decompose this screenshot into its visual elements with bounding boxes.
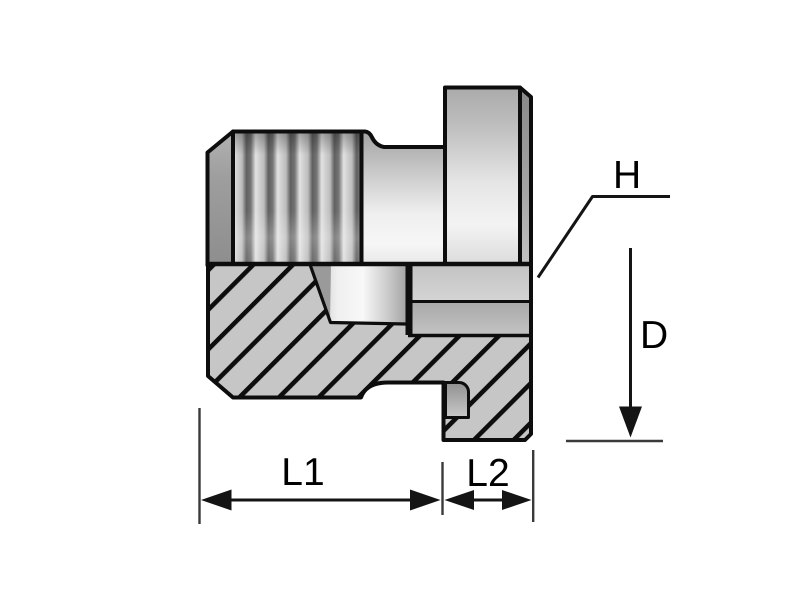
internal-socket-upper-face xyxy=(412,264,531,301)
upper-outline xyxy=(205,85,533,266)
dim-h-leader xyxy=(536,195,670,279)
dim-l1-arrow-right xyxy=(410,489,441,511)
thread-end-chamfer-face xyxy=(208,131,233,264)
internal-bore xyxy=(310,264,406,324)
dimensions: L1 L2 D H xyxy=(198,154,670,524)
hex-flange-side-face xyxy=(521,87,531,264)
dim-d-arrow xyxy=(619,406,642,438)
relief-groove xyxy=(444,381,470,419)
part-section-half xyxy=(206,262,533,442)
bore-outline xyxy=(308,263,407,326)
dim-l2-arrow-left xyxy=(444,490,474,510)
dim-label-l2: L2 xyxy=(466,452,509,495)
dim-l1-arrow-left xyxy=(201,489,232,511)
part-upper-half xyxy=(205,85,533,266)
shank-section xyxy=(362,131,445,264)
hex-flange-front-face xyxy=(445,87,521,264)
internal-socket-lower-face xyxy=(412,301,531,335)
socket-divider xyxy=(405,264,413,335)
dim-label-l1: L1 xyxy=(281,451,324,494)
dim-l2-arrow-right xyxy=(502,490,532,510)
dim-label-d: D xyxy=(640,314,668,357)
thread-section-shading xyxy=(233,131,362,264)
dim-label-h: H xyxy=(613,154,641,197)
section-body-outline xyxy=(206,262,533,442)
